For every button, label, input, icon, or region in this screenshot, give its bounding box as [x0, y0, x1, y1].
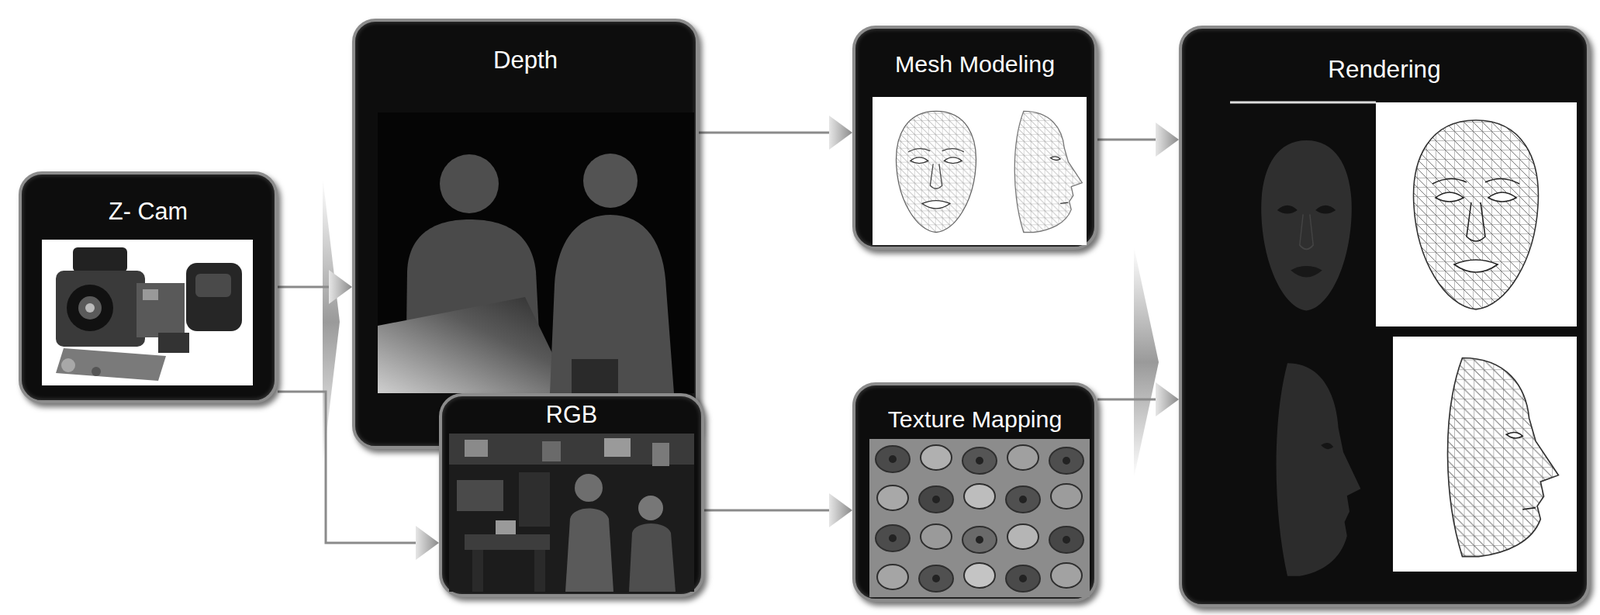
flow-arrow [698, 115, 853, 150]
arrow-head [328, 269, 353, 305]
arrow-head [1155, 122, 1179, 157]
node-title: Rendering [1181, 55, 1587, 83]
arrow-line [704, 509, 830, 512]
arrow-head [829, 115, 853, 150]
arrow-line [1097, 138, 1156, 142]
process-box: Rendering [1178, 25, 1590, 608]
process-box: RGB [438, 393, 705, 598]
arrow-head [829, 493, 853, 528]
node-title: Texture Mapping [855, 405, 1095, 433]
process-box: Texture Mapping [852, 382, 1098, 602]
flow-arrow [277, 269, 353, 305]
arrow-line [277, 286, 329, 289]
flow-wedge [1133, 246, 1159, 478]
flow-arrow [1097, 382, 1179, 417]
flow-arrow [704, 493, 853, 528]
texture-image [869, 438, 1090, 598]
process-box: Mesh Modeling [852, 25, 1098, 250]
arrow-line [698, 131, 830, 135]
arrow-head [415, 525, 439, 560]
rgb-image [449, 433, 695, 592]
mesh-image [872, 96, 1087, 246]
flow-arrow [1097, 122, 1179, 157]
rendering-panels [1181, 28, 1587, 605]
camera-photo [41, 239, 253, 386]
node-title: Mesh Modeling [855, 50, 1095, 78]
process-box: Depth [352, 18, 699, 450]
node-title: RGB [442, 400, 702, 429]
arrow-head [1155, 382, 1179, 417]
node-title: Depth [355, 46, 696, 75]
process-box: Z- Cam [18, 171, 278, 404]
depth-image [377, 112, 695, 394]
node-title: Z- Cam [21, 197, 275, 225]
arrow-line [1097, 398, 1156, 401]
